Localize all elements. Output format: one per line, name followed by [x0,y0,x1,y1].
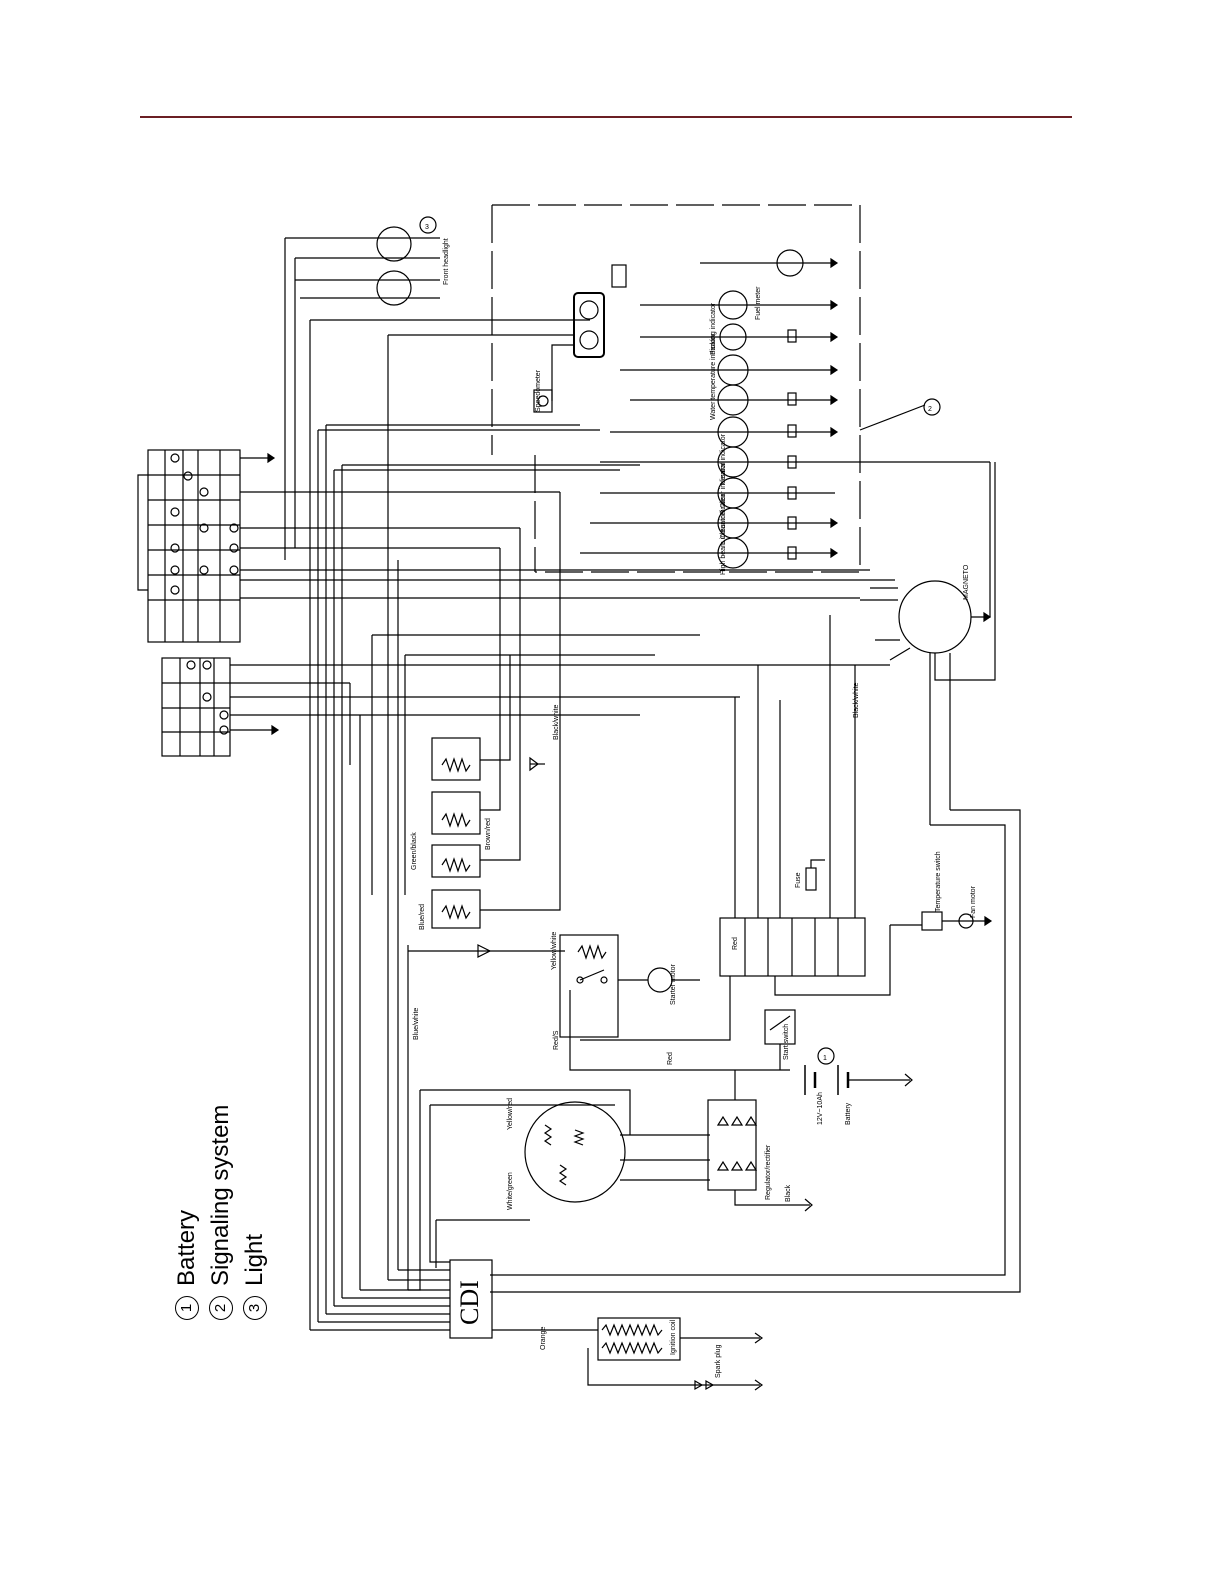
diodes [408,756,565,958]
legend-item-battery: 1 Battery [170,920,204,1320]
legend-label: Light [241,1233,268,1286]
svg-text:Black/white: Black/white [553,704,560,740]
svg-text:White/green: White/green [507,1172,514,1210]
svg-text:Start switch: Start switch [783,1024,790,1060]
svg-text:L.Clear indicator: L.Clear indicator [720,493,727,545]
terminal-arrows [267,257,993,927]
rectifier [707,1070,813,1212]
legend-number: 2 [209,1296,233,1320]
svg-text:Battery: Battery [845,1102,852,1125]
callout-1-label: 1 [823,1055,827,1062]
ignition-coil [492,1317,764,1391]
legend-number: 1 [175,1296,199,1320]
magneto [490,462,1021,1293]
starter-motor [647,967,673,993]
battery: 1 [804,1047,913,1095]
relays [431,492,561,929]
svg-text:Neutral indicator: Neutral indicator [720,433,727,485]
gauge-cluster [533,264,627,413]
stator [420,1089,710,1221]
callout-2 [923,398,941,416]
svg-text:Orange: Orange [540,1327,547,1350]
svg-text:Front headlight: Front headlight [443,238,450,285]
svg-text:Fuse: Fuse [795,872,802,888]
callout-2-label: 2 [928,406,932,413]
harness-wires [230,238,895,1330]
indicator-wires [580,262,990,560]
cdi-unit: CDI [310,1090,493,1339]
handlebar-switch-right [161,657,275,757]
legend-label: Signaling system [207,1104,234,1286]
legend-number: 3 [243,1296,267,1320]
svg-text:Ignition coil: Ignition coil [670,1320,677,1355]
svg-text:Starter motor: Starter motor [670,963,677,1005]
svg-text:Black: Black [785,1184,792,1202]
svg-text:Red: Red [732,937,739,950]
legend-label: Battery [173,1209,200,1286]
svg-text:Fuel meter: Fuel meter [755,286,762,320]
callout-3-label: 3 [425,224,429,231]
legend: 1 Battery 2 Signaling system 3 Light [170,920,290,1320]
headlight-bulbs: 3 [285,216,440,306]
fuse-box [580,615,891,1041]
handlebar-switch-left [137,449,270,643]
svg-text:Green/black: Green/black [411,832,418,870]
signaling-system-box: 2 [491,204,941,573]
svg-text:Blue/white: Blue/white [413,1008,420,1040]
svg-text:Red/S: Red/S [553,1030,560,1050]
cdi-label: CDI [455,1280,484,1325]
svg-text:MAGNETO: MAGNETO [963,564,970,600]
wire-labels: Red/S Red Yellow/white Orange Brown/red … [411,238,977,1378]
svg-text:Blue/red: Blue/red [419,904,426,930]
svg-text:High beam indicator: High beam indicator [720,512,727,575]
svg-text:12V~10Ah: 12V~10Ah [817,1092,824,1125]
svg-text:Speedometer: Speedometer [535,369,542,412]
svg-text:Water temperature indicator: Water temperature indicator [710,333,717,420]
svg-text:Fan motor: Fan motor [970,885,977,918]
svg-text:Yellow/red: Yellow/red [507,1098,514,1130]
header-rule [140,116,1072,118]
svg-text:Regulator/rectifier: Regulator/rectifier [765,1144,772,1200]
svg-text:R.Clear indicator: R.Clear indicator [720,462,727,515]
svg-text:Black/white: Black/white [853,682,860,718]
fan-circuit [889,911,990,975]
legend-item-signaling: 2 Signaling system [204,920,238,1320]
svg-text:Parking indicator: Parking indicator [710,302,717,355]
legend-item-light: 3 Light [238,920,272,1320]
starter-relay [559,934,790,1071]
svg-text:Brown/red: Brown/red [485,818,492,850]
svg-text:Yellow/white: Yellow/white [551,932,558,970]
svg-text:Temperature switch: Temperature switch [935,851,942,912]
svg-text:Red: Red [667,1052,674,1065]
start-switch [764,1009,796,1070]
svg-text:Spark plug: Spark plug [715,1344,722,1378]
